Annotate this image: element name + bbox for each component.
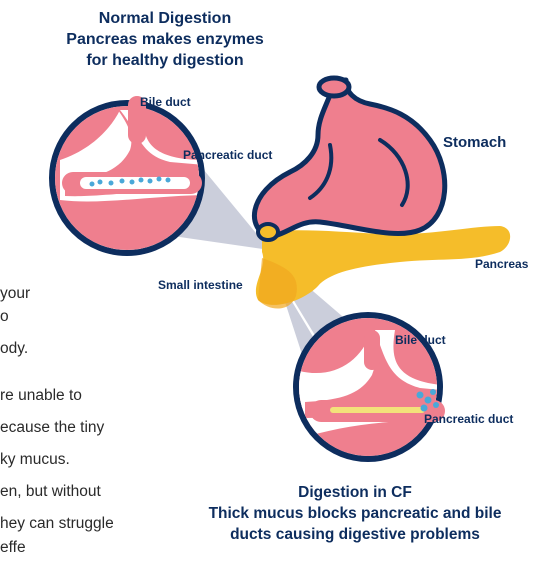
label-stomach: Stomach [443,134,506,151]
top-heading-line2: for healthy digestion [30,50,300,71]
label-pancreatic-duct-top: Pancreatic duct [183,148,272,162]
bottom-heading-line2: ducts causing digestive problems [170,524,540,545]
top-heading-line1: Pancreas makes enzymes [30,29,300,50]
bottom-heading-title: Digestion in CF [170,482,540,503]
partial-text-line-3: ody. [0,333,28,365]
partial-text-line-6: ky mucus. [0,444,70,476]
bottom-heading-line1: Thick mucus blocks pancreatic and bile [170,503,540,524]
bottom-heading: Digestion in CF Thick mucus blocks pancr… [170,482,540,545]
partial-text-line-7: en, but without [0,476,101,508]
stomach [254,80,444,236]
digestion-diagram [0,0,545,544]
partial-text-line-5: ecause the tiny [0,412,104,444]
label-pancreas: Pancreas [475,257,528,271]
top-heading: Normal Digestion Pancreas makes enzymes … [30,8,300,71]
partial-text-line-2: o [0,301,9,333]
label-small-intestine: Small intestine [158,278,243,292]
partial-text-line-9: effe [0,532,26,564]
label-bile-duct-bottom: Bile duct [395,333,446,347]
label-pancreatic-duct-bottom: Pancreatic duct [424,412,513,426]
top-heading-title: Normal Digestion [30,8,300,29]
partial-text-line-4: re unable to [0,380,82,412]
label-bile-duct-top: Bile duct [140,95,191,109]
